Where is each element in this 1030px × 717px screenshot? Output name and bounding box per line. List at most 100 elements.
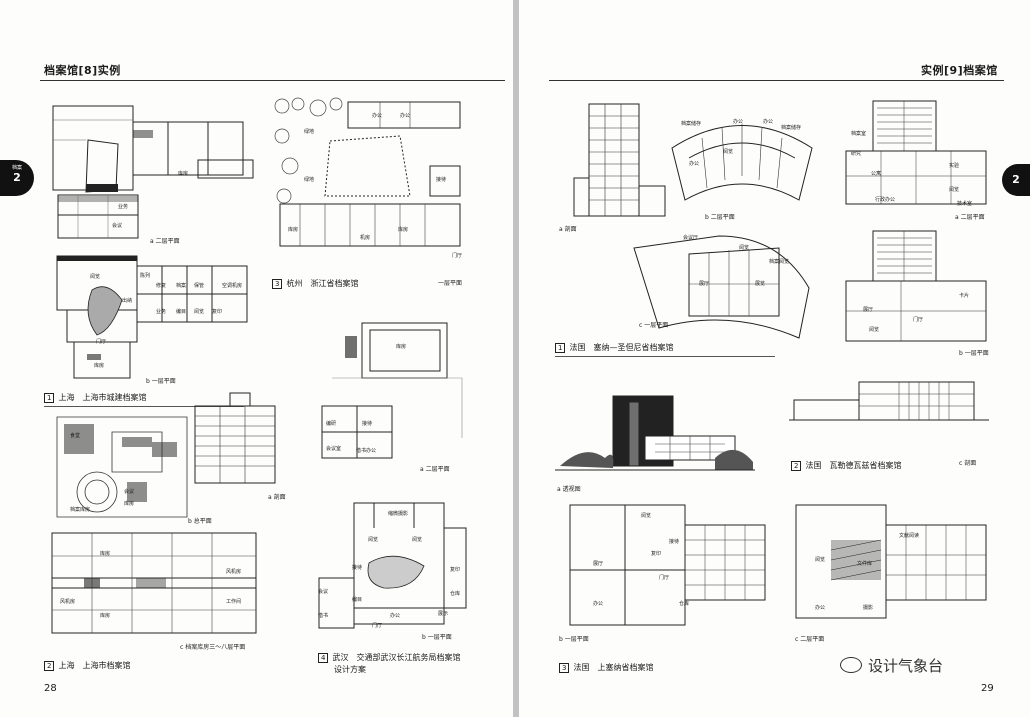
- r-fig3c-label: c 二层平面: [795, 636, 825, 643]
- room-label: 编研: [326, 421, 337, 427]
- room-label: 门厅: [452, 253, 463, 259]
- r-fig1-rule: [555, 356, 775, 357]
- fig2a-label: a 剖面: [268, 494, 286, 501]
- r-fig2a-label: a 二层平面: [955, 214, 985, 221]
- room-label: 文献阅读: [899, 533, 920, 539]
- room-label: 风机房: [60, 599, 76, 605]
- room-label: 研究: [851, 151, 862, 157]
- fig4a-label: a 二层平面: [420, 466, 450, 473]
- room-label: 文件库: [857, 561, 873, 567]
- fig1-rule: [44, 406, 244, 407]
- left-page-header: 档案馆[8]实例: [44, 64, 121, 77]
- right-header-rule: [549, 80, 1004, 81]
- r-fig1b-curved-plan: [671, 124, 813, 201]
- room-label: 办公: [689, 161, 700, 167]
- room-label: 会议室: [326, 446, 342, 452]
- room-label: 接待: [669, 539, 680, 545]
- room-label: 复印: [212, 309, 223, 315]
- room-label: 摄影: [863, 605, 874, 611]
- room-label: 库房: [178, 171, 189, 177]
- room-label: 办公: [815, 605, 826, 611]
- r-fig2c-label: c 剖面: [959, 460, 977, 467]
- room-label: 办公: [372, 113, 383, 119]
- right-page: 实例[9]档案馆 2 a 剖面 档案储存 办公 阅览 办公 档案储存 办公 b …: [519, 0, 1030, 717]
- room-label: 档案储存: [781, 125, 802, 131]
- room-label: 陈列: [140, 273, 151, 279]
- room-label: 业务: [156, 309, 167, 315]
- r-fig1c-label: c 一层平面: [639, 322, 669, 329]
- room-label: 阅览: [641, 513, 652, 519]
- room-label: 阅览: [949, 187, 960, 193]
- room-label: 会议: [124, 489, 135, 495]
- room-label: 展厅: [863, 307, 874, 313]
- room-label: 展厅: [593, 561, 604, 567]
- room-label: 办公: [733, 119, 744, 125]
- room-label: 仓库: [679, 601, 690, 607]
- r-fig2a-plan: [845, 100, 987, 205]
- fig4b-label: b 一层平面: [422, 634, 452, 641]
- room-label: 档案室: [851, 131, 867, 137]
- r-fig3c-plan: [795, 504, 987, 619]
- right-section-tab: 2: [1002, 164, 1030, 196]
- r-fig1a-section: [573, 103, 666, 217]
- room-label: 阅览: [90, 274, 101, 280]
- room-label: 卡片: [959, 293, 970, 299]
- room-label: 保管: [194, 283, 205, 289]
- fig1a-label: a 二层平面: [150, 238, 180, 245]
- room-label: 库房: [398, 227, 409, 233]
- room-label: 食堂: [70, 433, 81, 439]
- room-label: 办公: [400, 113, 411, 119]
- right-page-number: 29: [981, 683, 994, 694]
- fig4a-plan-drawing: [321, 322, 463, 459]
- room-label: 出纳: [122, 298, 133, 304]
- fig1b-plan-drawing: [56, 255, 248, 379]
- room-label: 公寓: [871, 171, 882, 177]
- room-label: 门厅: [659, 575, 670, 581]
- room-label: 展示: [438, 611, 449, 617]
- room-label: 阅览: [412, 537, 423, 543]
- room-label: 编目: [352, 597, 363, 603]
- room-label: 阅览: [815, 557, 826, 563]
- right-page-header: 实例[9]档案馆: [921, 64, 998, 77]
- r-fig2b-plan: [845, 230, 987, 342]
- r-fig1b-label: b 二层平面: [705, 214, 735, 221]
- room-label: 业务: [118, 204, 129, 210]
- room-label: 库房: [124, 501, 135, 507]
- room-label: 会议: [112, 223, 123, 229]
- watermark: 设计气象台: [840, 655, 943, 676]
- r-fig2c-section: [789, 381, 989, 421]
- book-gutter: [513, 0, 519, 717]
- r-fig3a-perspective: [555, 395, 755, 471]
- room-label: 阅览: [869, 327, 880, 333]
- room-label: 展厅: [699, 281, 710, 287]
- room-label: 复印: [450, 567, 461, 573]
- room-label: 办公: [763, 119, 774, 125]
- room-label: 门厅: [913, 317, 924, 323]
- room-label: 库房: [94, 363, 105, 369]
- r-fig3a-label: a 透视图: [557, 486, 581, 493]
- room-label: 档案: [176, 283, 187, 289]
- room-label: 风机房: [226, 569, 242, 575]
- room-label: 档案库房: [70, 507, 91, 513]
- room-label: 仓库: [450, 591, 461, 597]
- room-label: 门厅: [372, 623, 383, 629]
- room-label: 阅览: [368, 537, 379, 543]
- left-header-rule: [40, 80, 505, 81]
- fig1a-plan-drawing: [52, 105, 254, 239]
- fig1b-label: b 一层平面: [146, 378, 176, 385]
- left-section-tab: 档案 2: [0, 160, 34, 196]
- fig2b-site-plan: [56, 416, 188, 518]
- room-label: 阅览: [739, 245, 750, 251]
- room-label: 接待: [362, 421, 373, 427]
- room-label: 库房: [100, 551, 111, 557]
- left-page-number: 28: [44, 683, 57, 694]
- room-label: 借书: [318, 613, 329, 619]
- fig3-label: 一层平面: [438, 280, 463, 287]
- room-label: 行政办公: [875, 197, 896, 203]
